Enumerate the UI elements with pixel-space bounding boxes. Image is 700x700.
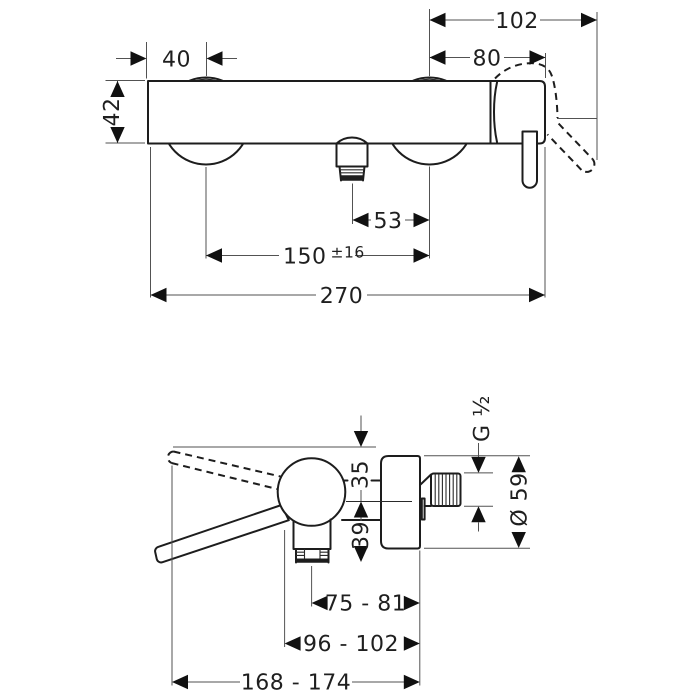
side-dashed-lever-tip [166, 450, 174, 464]
side-handle-raised-dashed [166, 450, 281, 490]
side-nipple-tab [420, 497, 426, 521]
front-dim-270-arrow-right [529, 287, 545, 303]
front-dim-53: 53 [352, 166, 430, 259]
side-outlet-thread-band [296, 558, 329, 563]
front-dashed-handle-tip [580, 158, 596, 173]
front-dim-42-arrow-top [110, 81, 125, 97]
front-dim-42-ext [105, 80, 145, 144]
side-outlet [292, 518, 332, 564]
side-dim-diameter-label: Ø 59 [508, 472, 533, 526]
front-outlet-thread-band [340, 175, 364, 181]
front-dashed-handle-left-edge [546, 133, 583, 171]
side-dim-96102-arrow-left [284, 636, 301, 651]
side-dim-96-102: 96 - 102 [284, 530, 420, 657]
side-dim-75-81-label: 75 - 81 [325, 592, 406, 617]
side-dim-35-39: 35 39 [349, 415, 374, 562]
side-nipple-neck [419, 473, 432, 486]
side-dashed-lever-bottom [171, 462, 278, 490]
front-valve-cap [489, 80, 546, 189]
side-dim-39-arrow-top [353, 501, 369, 518]
side-dashed-lever-top [173, 450, 281, 478]
front-outlet-thread-lines [339, 169, 365, 174]
front-dim-270: 270 [150, 147, 546, 309]
front-outlet-dome [335, 136, 369, 145]
side-dim-7581-arrow-right [403, 595, 420, 611]
front-cap-outline [489, 80, 546, 145]
front-dim-102-label: 102 [495, 9, 539, 34]
front-dim-102: 102 [429, 9, 598, 160]
side-outlet-thread-lines [296, 551, 329, 556]
front-dim-40-arrow-right [206, 51, 223, 66]
front-dim-150: 150±16 [205, 167, 430, 270]
side-dim-35-arrow [353, 431, 369, 447]
side-dim-96-102-label: 96 - 102 [303, 632, 399, 657]
side-dim-7581-arrow-left [311, 595, 328, 611]
front-dim-102-arrow-right [581, 12, 597, 28]
side-dim-d59-arrow-bottom [511, 532, 526, 548]
front-dim-40-arrow-left [130, 51, 147, 66]
front-dim-53-arrow-right [413, 212, 430, 228]
front-lever-pin [521, 130, 538, 189]
side-dim-168-174-label: 168 - 174 [241, 671, 351, 696]
side-dim-96102-arrow-right [403, 636, 420, 651]
side-valve-body [276, 457, 347, 527]
side-dim-d59-arrow-top [511, 456, 526, 473]
front-dim-270-label: 270 [320, 284, 364, 309]
side-view: 35 39 G ½ Ø 59 75 - 81 [154, 395, 533, 696]
front-view: 40 42 102 80 [100, 9, 598, 309]
front-dim-40-label: 40 [162, 48, 191, 73]
side-dim-diameter: Ø 59 [424, 455, 533, 549]
side-dim-g12-arrow-top [471, 456, 486, 473]
front-dim-102-arrow-left [429, 12, 446, 28]
front-dim-80: 80 [429, 47, 546, 78]
front-dim-42: 42 [100, 80, 145, 144]
front-body [147, 80, 492, 145]
side-dim-168-174: 168 - 174 [171, 465, 420, 696]
front-dim-80-arrow-right [529, 50, 546, 65]
front-dim-150-tolerance: ±16 [331, 244, 365, 262]
side-dim-168-arrow-right [403, 674, 420, 690]
front-outlet-sides [335, 142, 369, 168]
side-wall-nipple [419, 472, 462, 521]
side-dim-75-81: 75 - 81 [311, 550, 421, 686]
side-dim-39-arrow-bottom [353, 546, 369, 562]
front-cap-joint-curve [493, 81, 498, 143]
front-dim-150-arrow-left [206, 248, 222, 263]
side-lever-handle [154, 504, 290, 564]
side-outlet-sides [292, 518, 332, 550]
front-dim-80-arrow-left [429, 50, 446, 65]
side-escutcheon [380, 455, 421, 550]
front-dim-80-label: 80 [473, 47, 502, 72]
side-nipple-thread-hatch [434, 474, 458, 506]
front-dim-150-value: 150 [283, 245, 327, 270]
front-dim-53-label: 53 [374, 209, 403, 234]
front-dim-150-arrow-right [413, 248, 430, 263]
front-dim-42-label: 42 [100, 98, 125, 127]
front-dashed-handle-right-edge [557, 122, 594, 160]
side-dim-thread-label: G ½ [470, 395, 495, 442]
side-dim-39-label: 39 [349, 521, 374, 550]
front-dim-53-arrow-left [352, 212, 369, 228]
side-dim-thread: G ½ [464, 395, 495, 532]
side-dim-35-label: 35 [349, 460, 374, 489]
front-outlet [335, 136, 369, 182]
front-dim-40: 40 [116, 42, 237, 79]
side-dim-g12-arrow-bottom [471, 506, 486, 523]
side-dim-168-arrow-left [172, 674, 188, 690]
front-dim-270-arrow-left [150, 287, 167, 303]
front-dim-42-arrow-bottom [110, 127, 125, 143]
front-dim-150-label: 150±16 [283, 244, 365, 270]
